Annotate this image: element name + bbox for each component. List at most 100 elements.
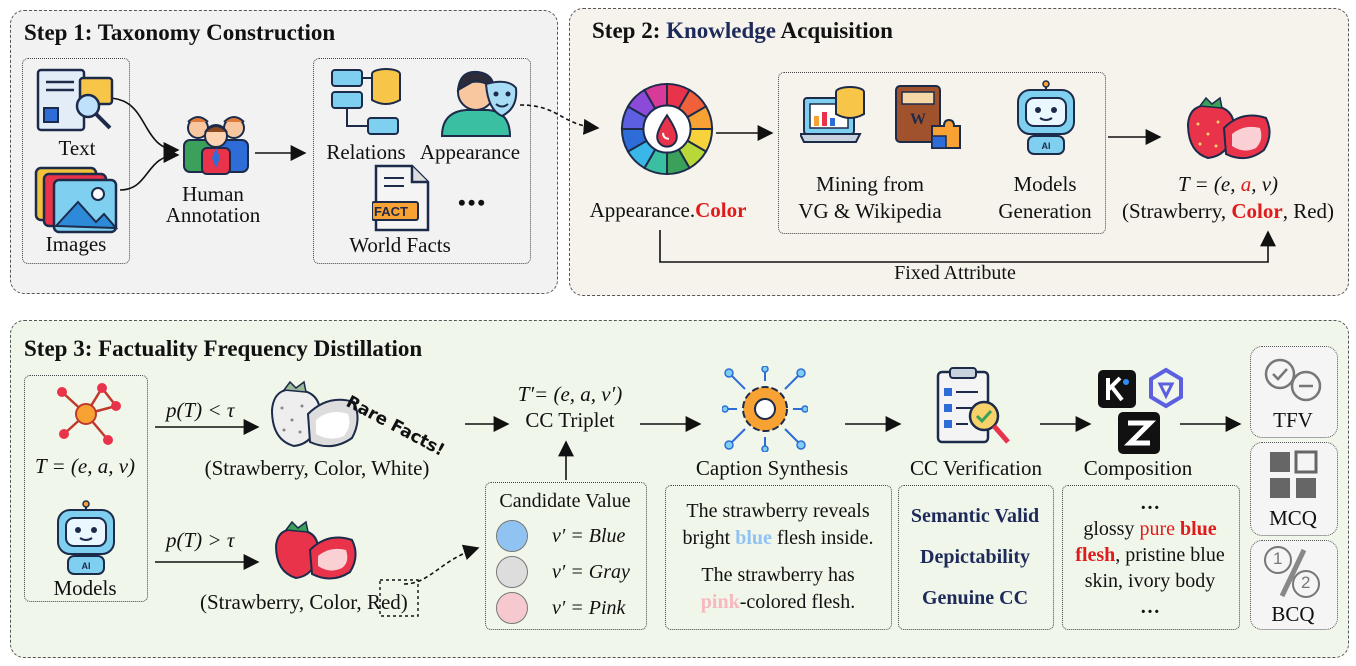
triplet-T-label: T = (e, a, v) [34, 454, 136, 478]
comp-blue: blue [1179, 518, 1217, 540]
composition-box [1062, 485, 1240, 630]
caption-text-1: The strawberry reveals bright blue flesh… [668, 498, 888, 552]
candidate-item: v′ = Pink [496, 590, 641, 626]
triplet-T: T = (e, [1177, 172, 1241, 196]
mcq-label: MCQ [1269, 506, 1317, 530]
step1-title: Step 1: Taxonomy Construction [24, 20, 336, 45]
caption2-pink: pink [700, 591, 740, 613]
step2-title-prefix: Step 2: [592, 18, 667, 43]
triplet-formula: T = (e, a, v) [1178, 172, 1278, 197]
svg-text:AI: AI [1042, 141, 1051, 151]
verification-box [898, 485, 1054, 630]
red-strawberry-icon [1180, 94, 1276, 171]
candidate-label: v′ = Pink [552, 596, 626, 619]
comp-a: glossy [1083, 518, 1140, 540]
caption1-b: bright [682, 527, 736, 549]
step2-title-suffix: Acquisition [776, 18, 893, 43]
world-facts-label: World Facts [349, 233, 451, 257]
comp-b: , pristine blue [1115, 544, 1225, 566]
mcq-box [1250, 442, 1338, 536]
text-document-icon [36, 68, 116, 143]
relations-icon [330, 66, 404, 143]
caption2-line1: The strawberry has [701, 564, 855, 586]
red-triplet: (Strawberry, Color, Red) [200, 590, 408, 615]
people-icon [180, 110, 252, 181]
fact-tag: FACT [374, 204, 408, 219]
gear-network-icon [721, 365, 809, 457]
candidate-swatch-gray [496, 556, 528, 588]
p-low-label: p(T) < τ [166, 398, 235, 422]
cc-verification-label: CC Verification [909, 456, 1043, 480]
candidate-box [485, 482, 647, 630]
bcq-label: BCQ [1271, 602, 1315, 626]
red-triplet-red: Red [366, 590, 401, 614]
human-annotation-line1: Human [182, 182, 244, 206]
models-gen-line2: Generation [998, 199, 1092, 223]
verif-semantic: Semantic Valid [910, 505, 1040, 527]
images-icon [34, 164, 120, 239]
models-robot-icon: AI [52, 500, 120, 581]
appearance-color: Color [695, 198, 747, 222]
triplet-end: , v) [1251, 172, 1279, 196]
triplet-close: , Red) [1282, 199, 1335, 223]
candidate-item: v′ = Gray [496, 554, 641, 590]
step2-title: Step 2: Knowledge Acquisition [592, 18, 893, 44]
triplet-a: a [1240, 172, 1252, 196]
candidate-swatch-pink [496, 592, 528, 624]
caption1-line2: bright blue flesh inside. [668, 525, 888, 552]
inputs-box [22, 58, 130, 264]
caption-box [665, 485, 892, 630]
comp-line1: glossy pure blue [1064, 516, 1236, 542]
bcq-num-2: 2 [1301, 573, 1311, 592]
comp-dots-top: … [1140, 492, 1160, 514]
knowledge-graph-icon [52, 382, 124, 453]
red-strawberry-small-icon [270, 520, 366, 589]
tfv-icon [1258, 354, 1328, 411]
caption-text-2: The strawberry has pink-colored flesh. [668, 562, 888, 616]
composition-text: … glossy pure blue flesh, pristine blue … [1064, 490, 1236, 620]
svg-text:AI: AI [82, 561, 91, 571]
verif-depictability: Depictability [920, 546, 1030, 568]
zhipu-logo-icon [1118, 412, 1160, 459]
white-strawberry-icon [264, 378, 364, 459]
composition-label: Composition [1083, 456, 1193, 480]
appearance-color-label: Appearance.Color [590, 198, 747, 223]
bcq-icon [1260, 544, 1326, 607]
p-high-label: p(T) > τ [166, 528, 235, 552]
candidate-label: v′ = Blue [552, 524, 626, 547]
relations-label: Relations [326, 140, 406, 164]
acquisition-box [778, 72, 1106, 234]
text-label: Text [58, 136, 96, 160]
tfv-label: TFV [1273, 408, 1313, 432]
color-wheel-icon [618, 80, 716, 183]
comp-flesh: flesh [1075, 544, 1116, 566]
triplet-source-box [24, 375, 148, 602]
white-triplet: (Strawberry, Color, White) [204, 456, 430, 480]
triplet-example: (Strawberry, Color, Red) [1122, 199, 1334, 224]
models-label: Models [53, 576, 117, 600]
bcq-num-1: 1 [1273, 549, 1283, 568]
cc-formula: T′= (e, a, v′) [517, 382, 623, 406]
taxonomy-box [313, 58, 531, 264]
more-ellipsis: ••• [458, 190, 488, 215]
comp-pure: pure [1139, 518, 1180, 540]
candidate-title: Candidate Value [499, 490, 631, 512]
verif-genuine: Genuine CC [921, 587, 1029, 609]
human-annotation-line2: Annotation [165, 203, 261, 227]
triplet-open: (Strawberry, [1121, 199, 1232, 223]
cc-triplet-label: CC Triplet [525, 408, 615, 432]
candidate-swatch-blue [496, 520, 528, 552]
comp-line3: skin, ivory body [1084, 570, 1216, 592]
candidate-list: v′ = Blue v′ = Gray v′ = Pink [496, 518, 641, 626]
caption2-b: -colored flesh. [739, 591, 856, 613]
mining-line1: Mining from [816, 172, 924, 196]
comp-line2: flesh, pristine blue [1064, 542, 1236, 568]
step2-title-knowledge: Knowledge [666, 18, 777, 43]
appearance-label: Appearance [419, 140, 521, 164]
data-mining-icon [798, 84, 870, 153]
triplet-color: Color [1231, 199, 1283, 223]
qwen-logo-icon [1144, 366, 1188, 415]
wikipedia-book-icon: W [892, 82, 962, 157]
ai-robot-icon: AI [1012, 80, 1080, 161]
